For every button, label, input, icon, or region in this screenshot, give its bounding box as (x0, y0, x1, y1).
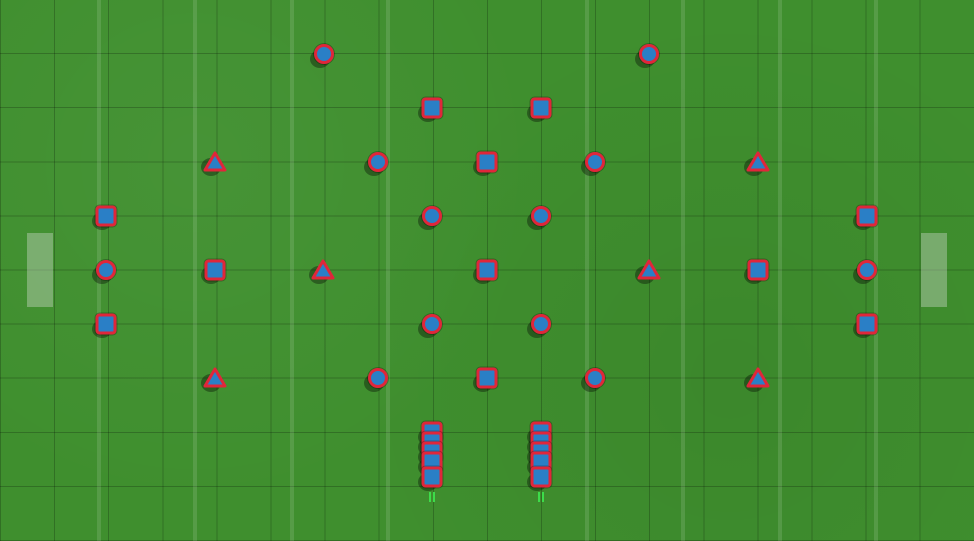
circle-marker[interactable] (368, 368, 388, 388)
circle-marker[interactable] (585, 152, 605, 172)
cone-triangle-marker[interactable] (637, 259, 661, 281)
cone-triangle-marker[interactable] (203, 367, 227, 389)
circle-marker[interactable] (314, 44, 334, 64)
field-stripe (193, 0, 197, 541)
square-marker[interactable] (476, 151, 498, 173)
cone-triangle-marker[interactable] (746, 367, 770, 389)
square-marker[interactable] (856, 313, 878, 335)
square-marker[interactable] (95, 205, 117, 227)
cone-triangle-marker[interactable] (746, 151, 770, 173)
square-marker[interactable] (476, 259, 498, 281)
circle-marker[interactable] (531, 314, 551, 334)
circle-marker[interactable] (857, 260, 877, 280)
cone-triangle-marker[interactable] (311, 259, 335, 281)
circle-marker[interactable] (531, 206, 551, 226)
triangle-icon (746, 151, 770, 172)
field-stripe (386, 0, 390, 541)
circle-marker[interactable] (422, 314, 442, 334)
field-stripe (290, 0, 294, 541)
field-stripe (585, 0, 589, 541)
right-goal (921, 233, 947, 307)
square-marker[interactable] (421, 466, 443, 488)
square-marker[interactable] (421, 97, 443, 119)
circle-marker[interactable] (639, 44, 659, 64)
start-tick-left (429, 492, 435, 502)
triangle-icon (746, 367, 770, 388)
square-marker[interactable] (204, 259, 226, 281)
square-marker[interactable] (747, 259, 769, 281)
triangle-icon (203, 367, 227, 388)
circle-marker[interactable] (96, 260, 116, 280)
triangle-icon (203, 151, 227, 172)
field-stripe (778, 0, 782, 541)
circle-marker[interactable] (368, 152, 388, 172)
square-marker[interactable] (530, 466, 552, 488)
field-stripe (681, 0, 685, 541)
start-tick-right (538, 492, 544, 502)
circle-marker[interactable] (422, 206, 442, 226)
circle-marker[interactable] (585, 368, 605, 388)
triangle-icon (311, 259, 335, 280)
left-goal (27, 233, 53, 307)
square-marker[interactable] (476, 367, 498, 389)
cone-triangle-marker[interactable] (203, 151, 227, 173)
square-marker[interactable] (95, 313, 117, 335)
triangle-icon (637, 259, 661, 280)
square-marker[interactable] (856, 205, 878, 227)
square-marker[interactable] (530, 97, 552, 119)
